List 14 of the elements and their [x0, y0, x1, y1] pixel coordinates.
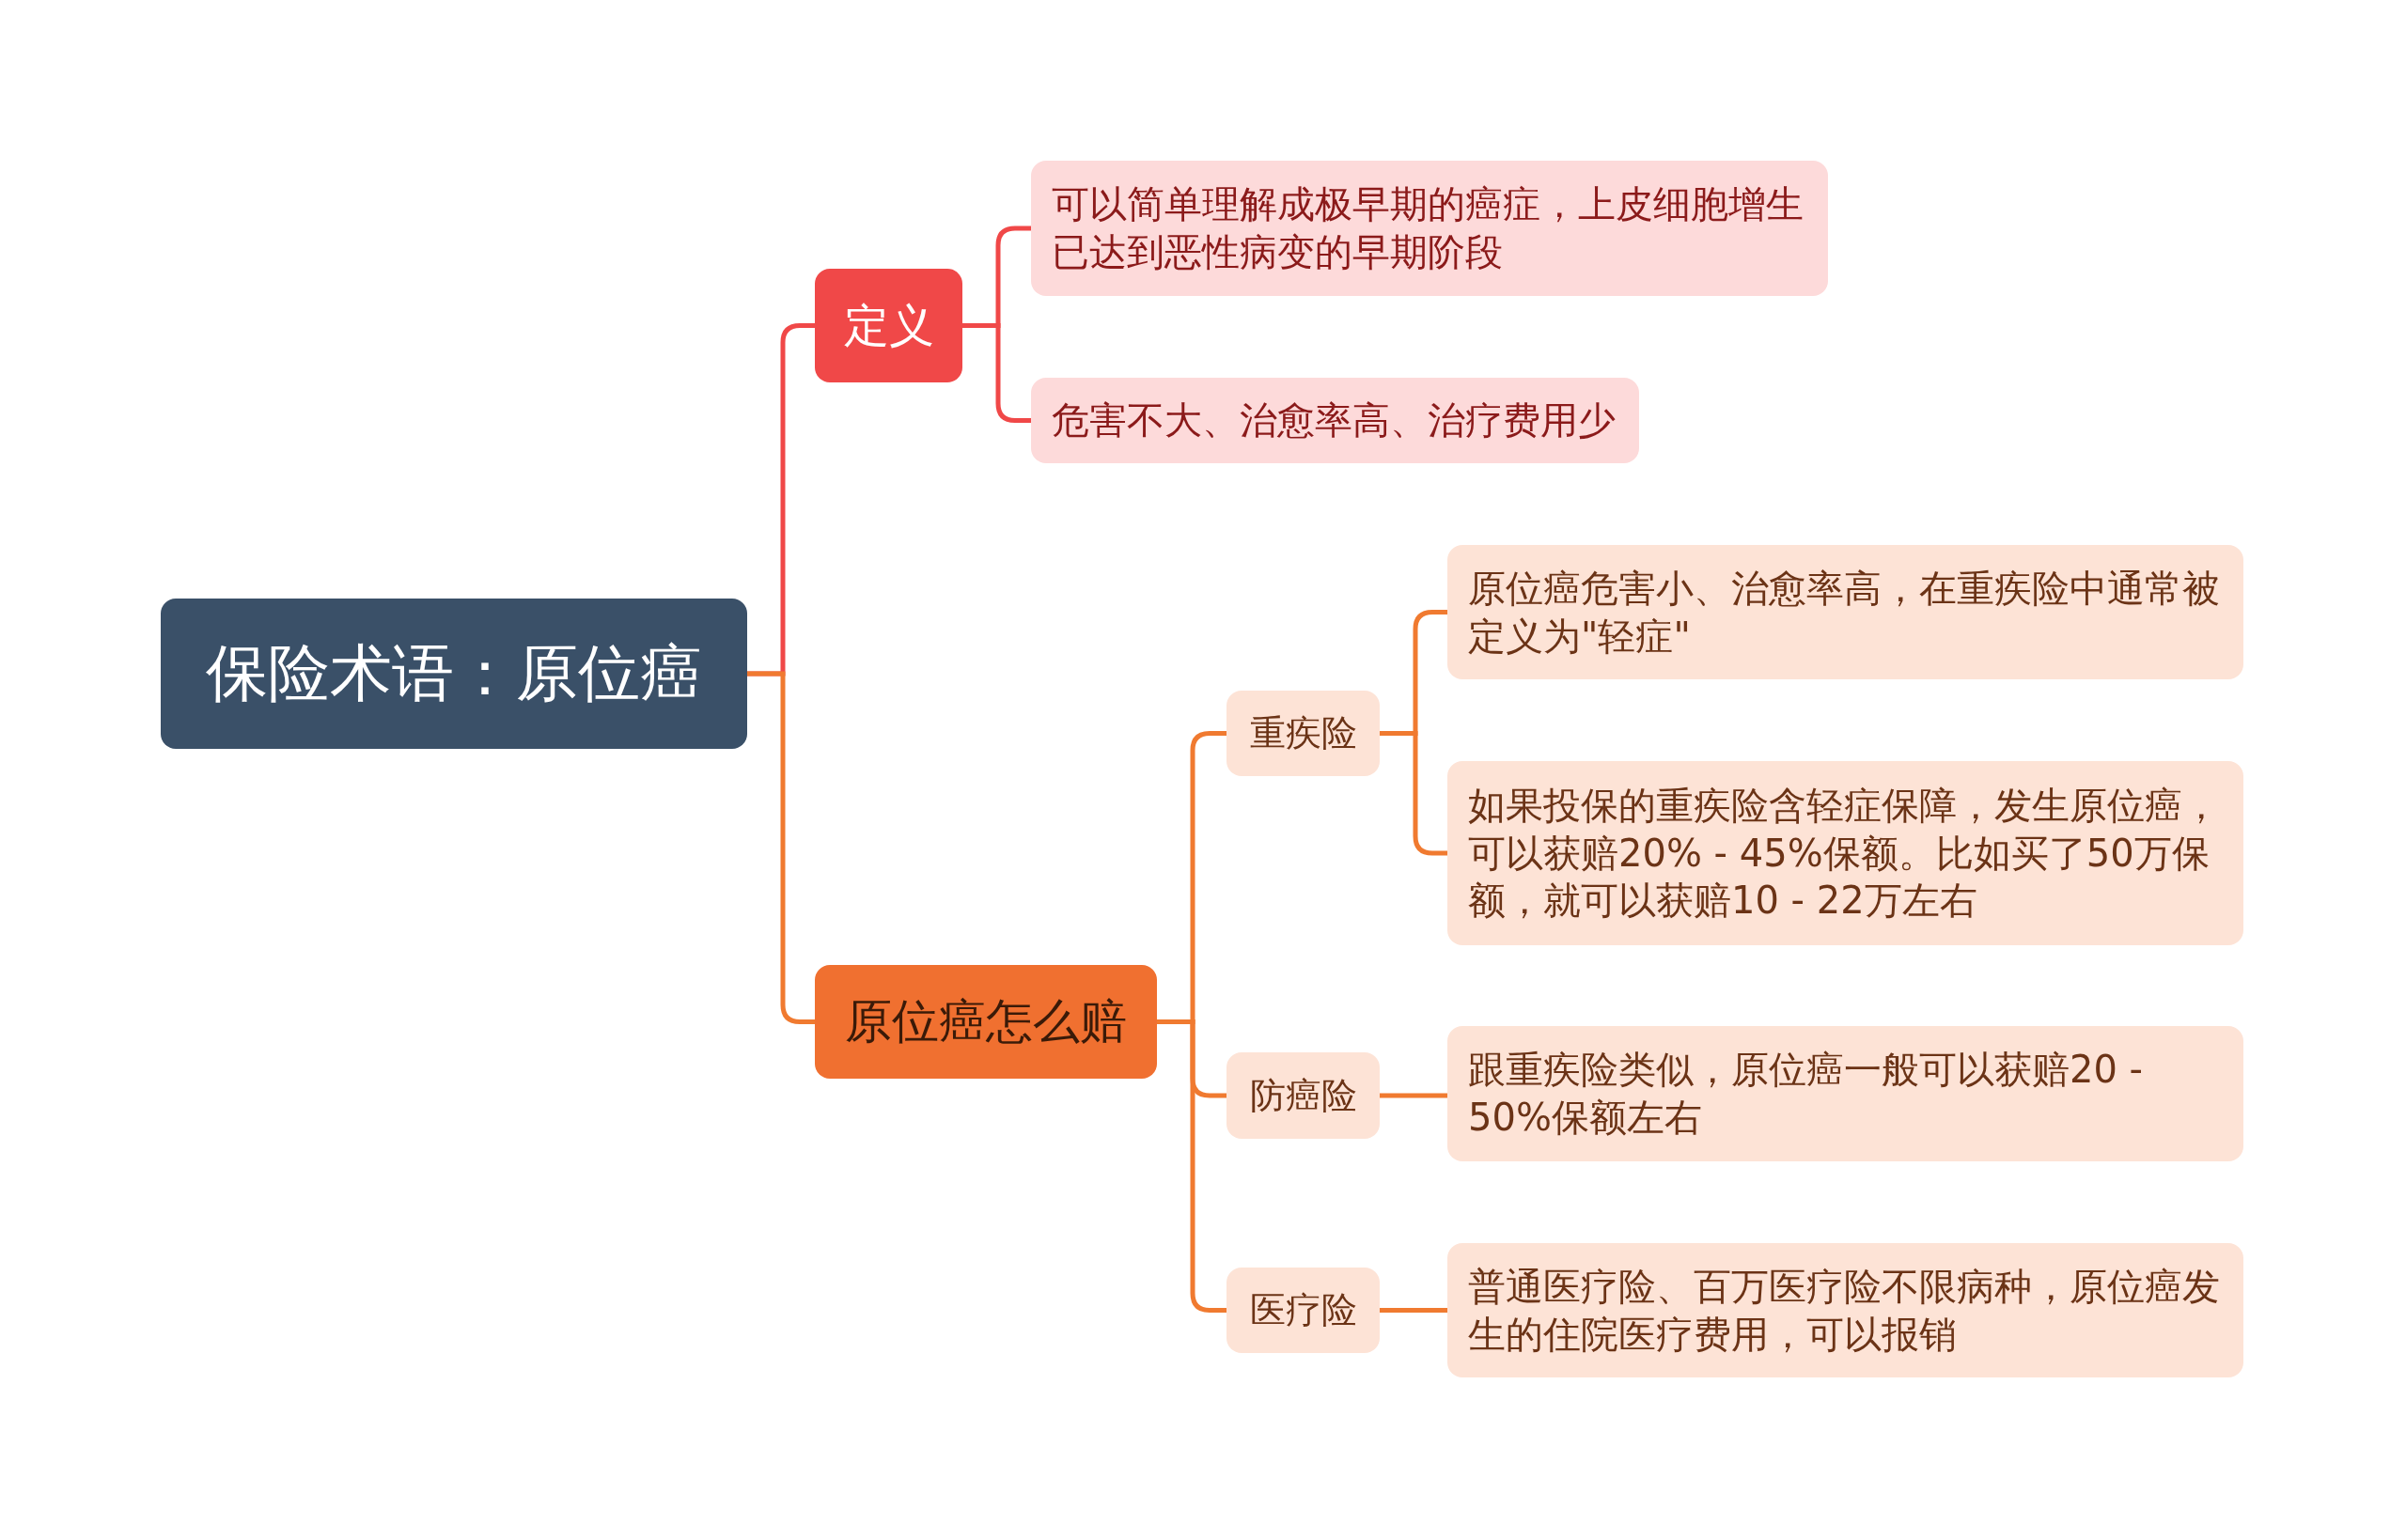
note-box: 跟重疾险类似，原位癌一般可以获赔20 - 50%保额左右 [1447, 1026, 2243, 1161]
connector-line [1380, 1093, 1447, 1098]
connector-line [1380, 1308, 1447, 1313]
topic-box: 定义 [815, 269, 962, 382]
note-box: 普通医疗险、百万医疗险不限病种，原位癌发生的住院医疗费用，可以报销 [1447, 1243, 2243, 1377]
note-box: 原位癌危害小、治愈率高，在重疾险中通常被定义为"轻症" [1447, 545, 2243, 679]
note-box: 如果投保的重疾险含轻症保障，发生原位癌，可以获赔20% - 45%保额。比如买了50万保额，就可以获赔10 - 22万左右 [1447, 761, 2243, 945]
root-topic-box: 保险术语：原位癌 [161, 599, 747, 749]
note-box: 危害不大、治愈率高、治疗费用少 [1031, 378, 1639, 463]
note-box: 可以简单理解成极早期的癌症，上皮细胞增生已达到恶性病变的早期阶段 [1031, 161, 1828, 296]
subtopic-box: 重疾险 [1226, 691, 1380, 776]
subtopic-box: 防癌险 [1226, 1052, 1380, 1139]
subtopic-box: 医疗险 [1226, 1268, 1380, 1353]
topic-box: 原位癌怎么赔 [815, 965, 1157, 1079]
